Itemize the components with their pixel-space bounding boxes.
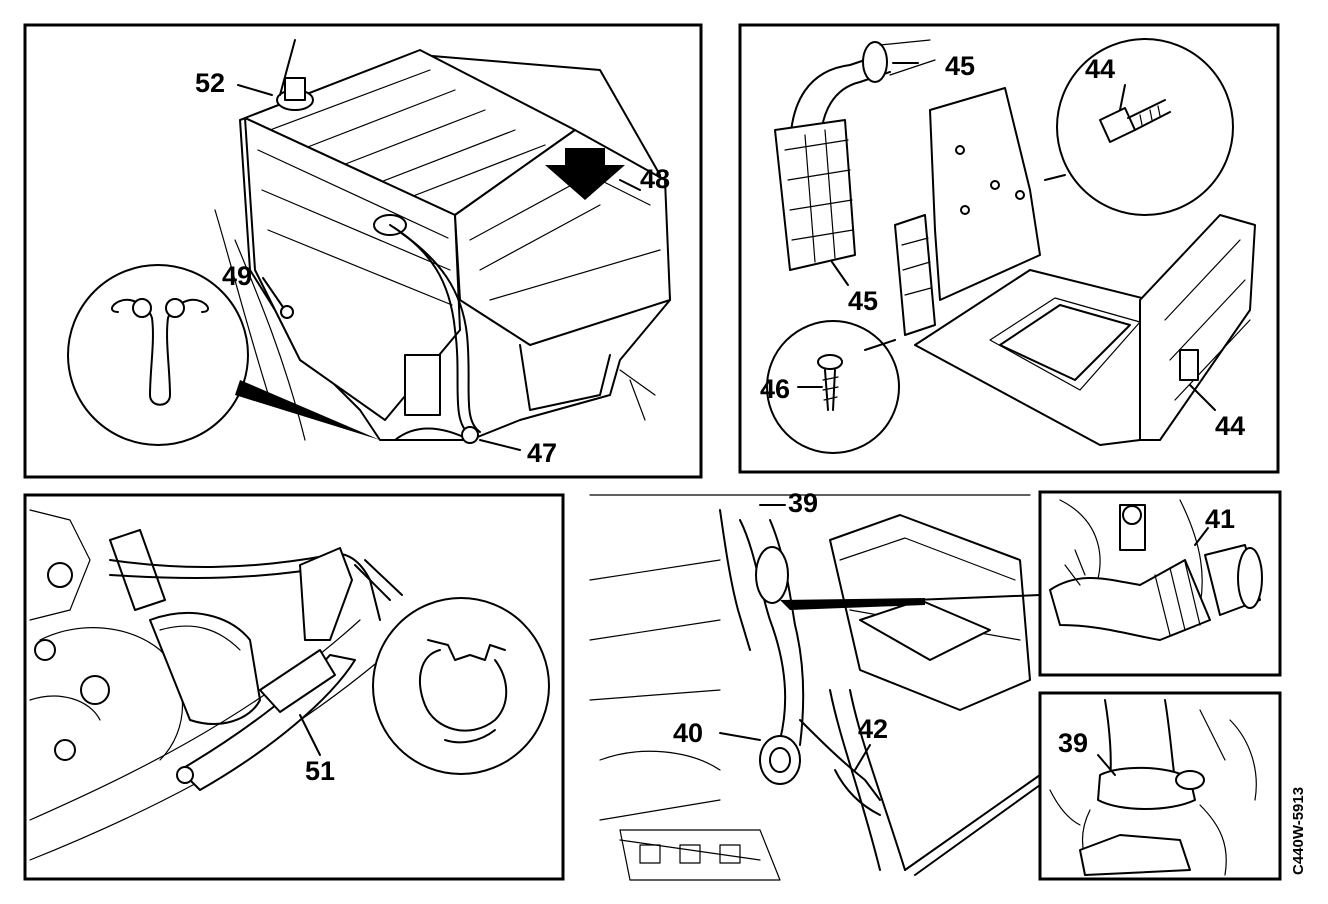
callout-45-bottom: 45 <box>848 286 878 316</box>
callout-41: 41 <box>1205 504 1235 534</box>
figure-code: C440W-5913 <box>1290 787 1307 875</box>
callout-40: 40 <box>673 718 703 748</box>
callout-51: 51 <box>305 756 335 786</box>
panel-engine-bay: 39 40 42 <box>589 488 1041 881</box>
callout-49: 49 <box>222 261 252 291</box>
panel-hose-41: 41 <box>1038 490 1282 677</box>
callout-48: 48 <box>640 164 670 194</box>
callout-39-bay: 39 <box>788 488 818 518</box>
callout-45-top: 45 <box>945 51 975 81</box>
callout-47: 47 <box>527 438 557 468</box>
callout-42: 42 <box>858 714 888 744</box>
panel-battery-tray: 45 45 44 44 46 <box>738 23 1280 474</box>
callout-46: 46 <box>760 374 790 404</box>
panel-clamp-39: 39 <box>1038 691 1282 881</box>
callout-39-clamp: 39 <box>1058 728 1088 758</box>
callout-44-tray: 44 <box>1215 411 1245 441</box>
callout-52: 52 <box>195 68 225 98</box>
panel-cable: 51 <box>23 493 565 881</box>
panel-battery: 52 48 49 47 <box>23 23 703 479</box>
callout-44-bolt: 44 <box>1085 54 1115 84</box>
